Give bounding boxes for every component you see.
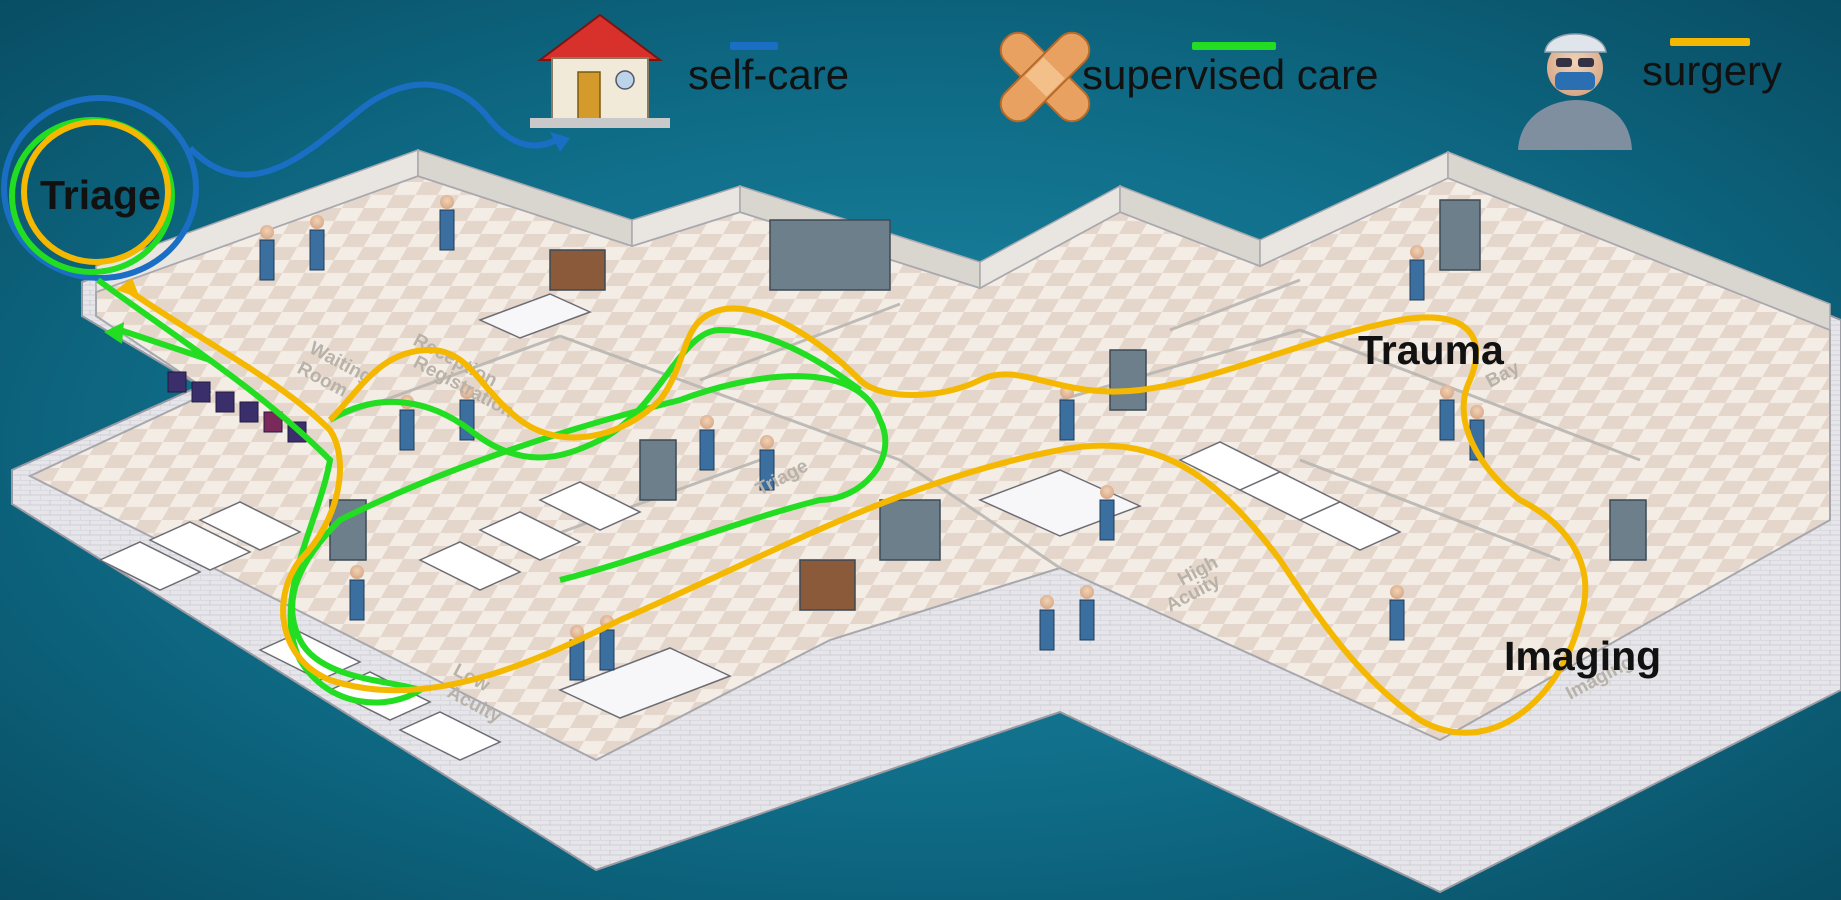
- triage-node-label: Triage: [40, 172, 161, 218]
- bandage-icon: [999, 31, 1091, 123]
- house-icon: [530, 13, 670, 128]
- surgery-legend-label: surgery: [1642, 47, 1783, 94]
- supervised-care-legend-line: [1192, 42, 1276, 50]
- path-surgery: [21, 119, 1589, 736]
- supervised-care-arrowhead: [104, 322, 124, 344]
- staff-and-patients: [167, 195, 1485, 681]
- supply-shelves: [329, 199, 1647, 611]
- supervised-care-legend-label: supervised care: [1082, 51, 1379, 98]
- self-care-legend-line: [730, 42, 778, 50]
- self-care-arrowhead: [550, 132, 570, 152]
- surgery-arrowhead: [116, 278, 140, 298]
- path-supervised-care: [9, 117, 889, 706]
- surgery-legend-line: [1670, 38, 1750, 46]
- surgeon-icon: [1518, 33, 1632, 150]
- imaging-node-label: Imaging: [1504, 633, 1662, 679]
- self-care-legend-label: self-care: [688, 51, 850, 98]
- trauma-node-label: Trauma: [1358, 327, 1504, 373]
